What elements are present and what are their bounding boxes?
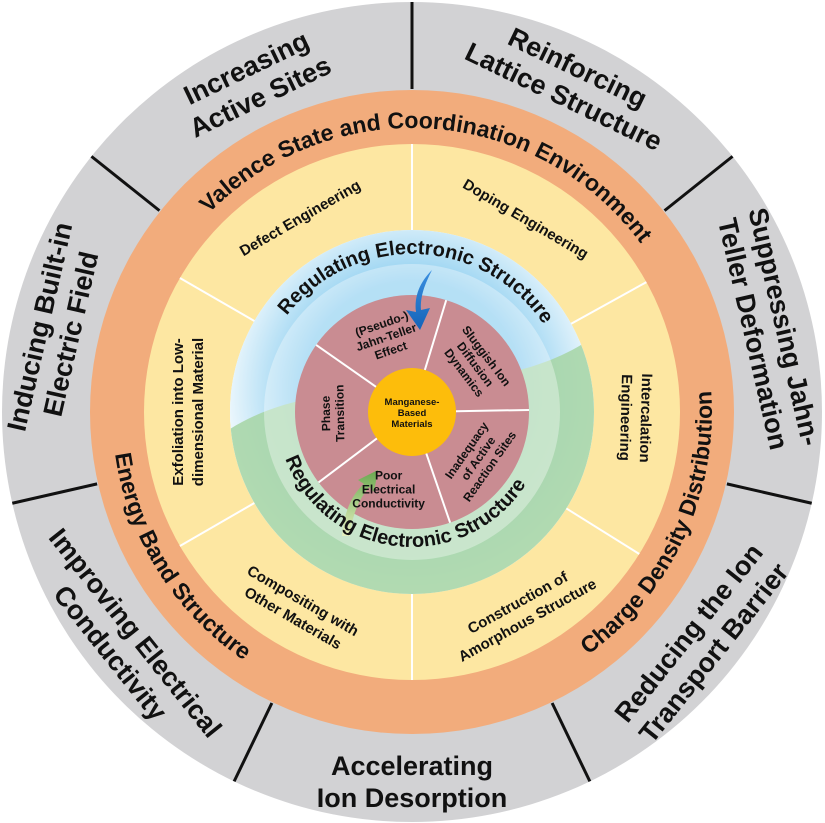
svg-text:Conductivity: Conductivity: [352, 496, 425, 510]
svg-text:Transition: Transition: [332, 384, 347, 442]
strategy-divider: [179, 502, 255, 547]
green-arrow-icon: [342, 470, 378, 536]
blue-arrow-icon: [406, 270, 432, 330]
svg-text:Ion Desorption: Ion Desorption: [317, 783, 508, 813]
svg-text:Based: Based: [398, 408, 427, 419]
outer-divider: [90, 155, 161, 212]
svg-text:Materials: Materials: [391, 419, 432, 430]
svg-text:Phase: Phase: [319, 395, 334, 431]
strategy-divider: [570, 281, 647, 325]
challenge-divider: [423, 299, 448, 371]
svg-text:Poor: Poor: [375, 468, 403, 482]
strategy-divider: [565, 507, 640, 555]
svg-text:Engineering: Engineering: [616, 374, 635, 461]
svg-text:Exfoliation into Low-: Exfoliation into Low-: [170, 338, 187, 485]
outer-divider: [11, 482, 98, 505]
svg-text:Manganese-: Manganese-: [385, 397, 440, 408]
ring-dividers: [11, 2, 813, 783]
strategy-label-4: Exfoliation into Low-dimensional Materia…: [170, 338, 207, 486]
challenge-divider: [317, 437, 378, 484]
svg-text:Intercalation: Intercalation: [636, 373, 655, 463]
outer-divider: [232, 702, 274, 783]
challenge-divider: [315, 344, 377, 388]
outer-divider: [663, 155, 734, 212]
svg-text:Accelerating: Accelerating: [331, 751, 493, 781]
svg-text:dimensional Material: dimensional Material: [190, 338, 207, 486]
challenge-divider: [425, 453, 452, 523]
svg-text:Electrical: Electrical: [362, 482, 415, 496]
challenge-divider: [455, 408, 529, 413]
outer-divider: [726, 482, 813, 505]
center-disc: [368, 368, 456, 456]
strategy-divider: [179, 277, 255, 322]
outer-divider: [550, 702, 592, 783]
challenge-layer: [295, 295, 529, 529]
